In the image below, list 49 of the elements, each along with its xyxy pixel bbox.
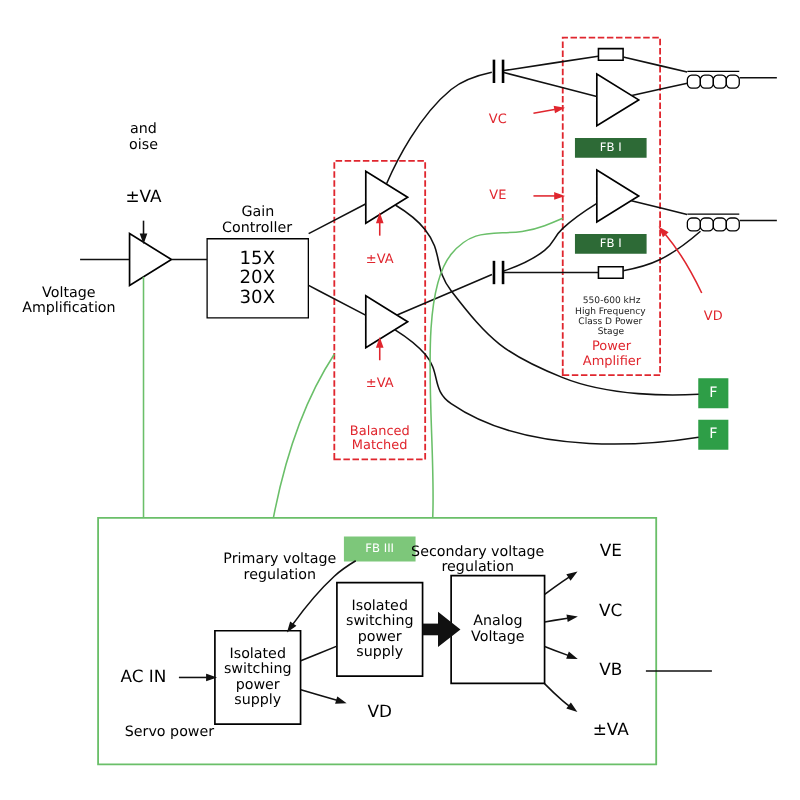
node-text: ±VA [125, 184, 162, 205]
connector [394, 328, 700, 444]
node-text: VE [599, 538, 622, 559]
node-box [597, 264, 624, 279]
connector [307, 202, 367, 234]
cluster [97, 515, 658, 765]
node-box [597, 46, 624, 61]
connector [394, 203, 700, 395]
connector [300, 644, 338, 661]
arrow [543, 681, 578, 711]
arrow [532, 104, 566, 114]
connector [503, 70, 598, 97]
connector [503, 270, 599, 273]
node-text: AC IN [120, 664, 167, 685]
arrow [422, 610, 461, 647]
arrow [543, 613, 578, 622]
connector [503, 201, 598, 271]
arrow [658, 225, 703, 293]
arrow [543, 644, 578, 658]
node-triangle [595, 71, 641, 127]
connector [622, 55, 688, 72]
arrow [300, 687, 347, 703]
arrow [375, 335, 384, 361]
connector [503, 54, 599, 71]
connector [738, 76, 778, 78]
connector [645, 669, 713, 671]
connector [396, 272, 493, 315]
arrow [532, 191, 566, 199]
node-text: VC [599, 598, 623, 619]
node-text: ±VA [592, 718, 629, 739]
arrow [178, 672, 218, 681]
connector [79, 257, 130, 260]
arrow [543, 570, 578, 595]
connector [171, 257, 208, 260]
node-text: VD [367, 699, 392, 720]
connector [630, 198, 688, 215]
connector [631, 81, 689, 96]
node-box: 15X 20X 30X [206, 237, 309, 318]
arrow [286, 558, 357, 632]
arrow [375, 211, 384, 236]
connector [142, 275, 145, 518]
connector [307, 283, 367, 315]
connector [429, 216, 564, 518]
node-text: VB [599, 658, 623, 679]
node-triangle [595, 167, 641, 223]
connector [622, 229, 702, 271]
connector [272, 352, 336, 518]
connector [738, 218, 778, 221]
connector [385, 70, 493, 184]
